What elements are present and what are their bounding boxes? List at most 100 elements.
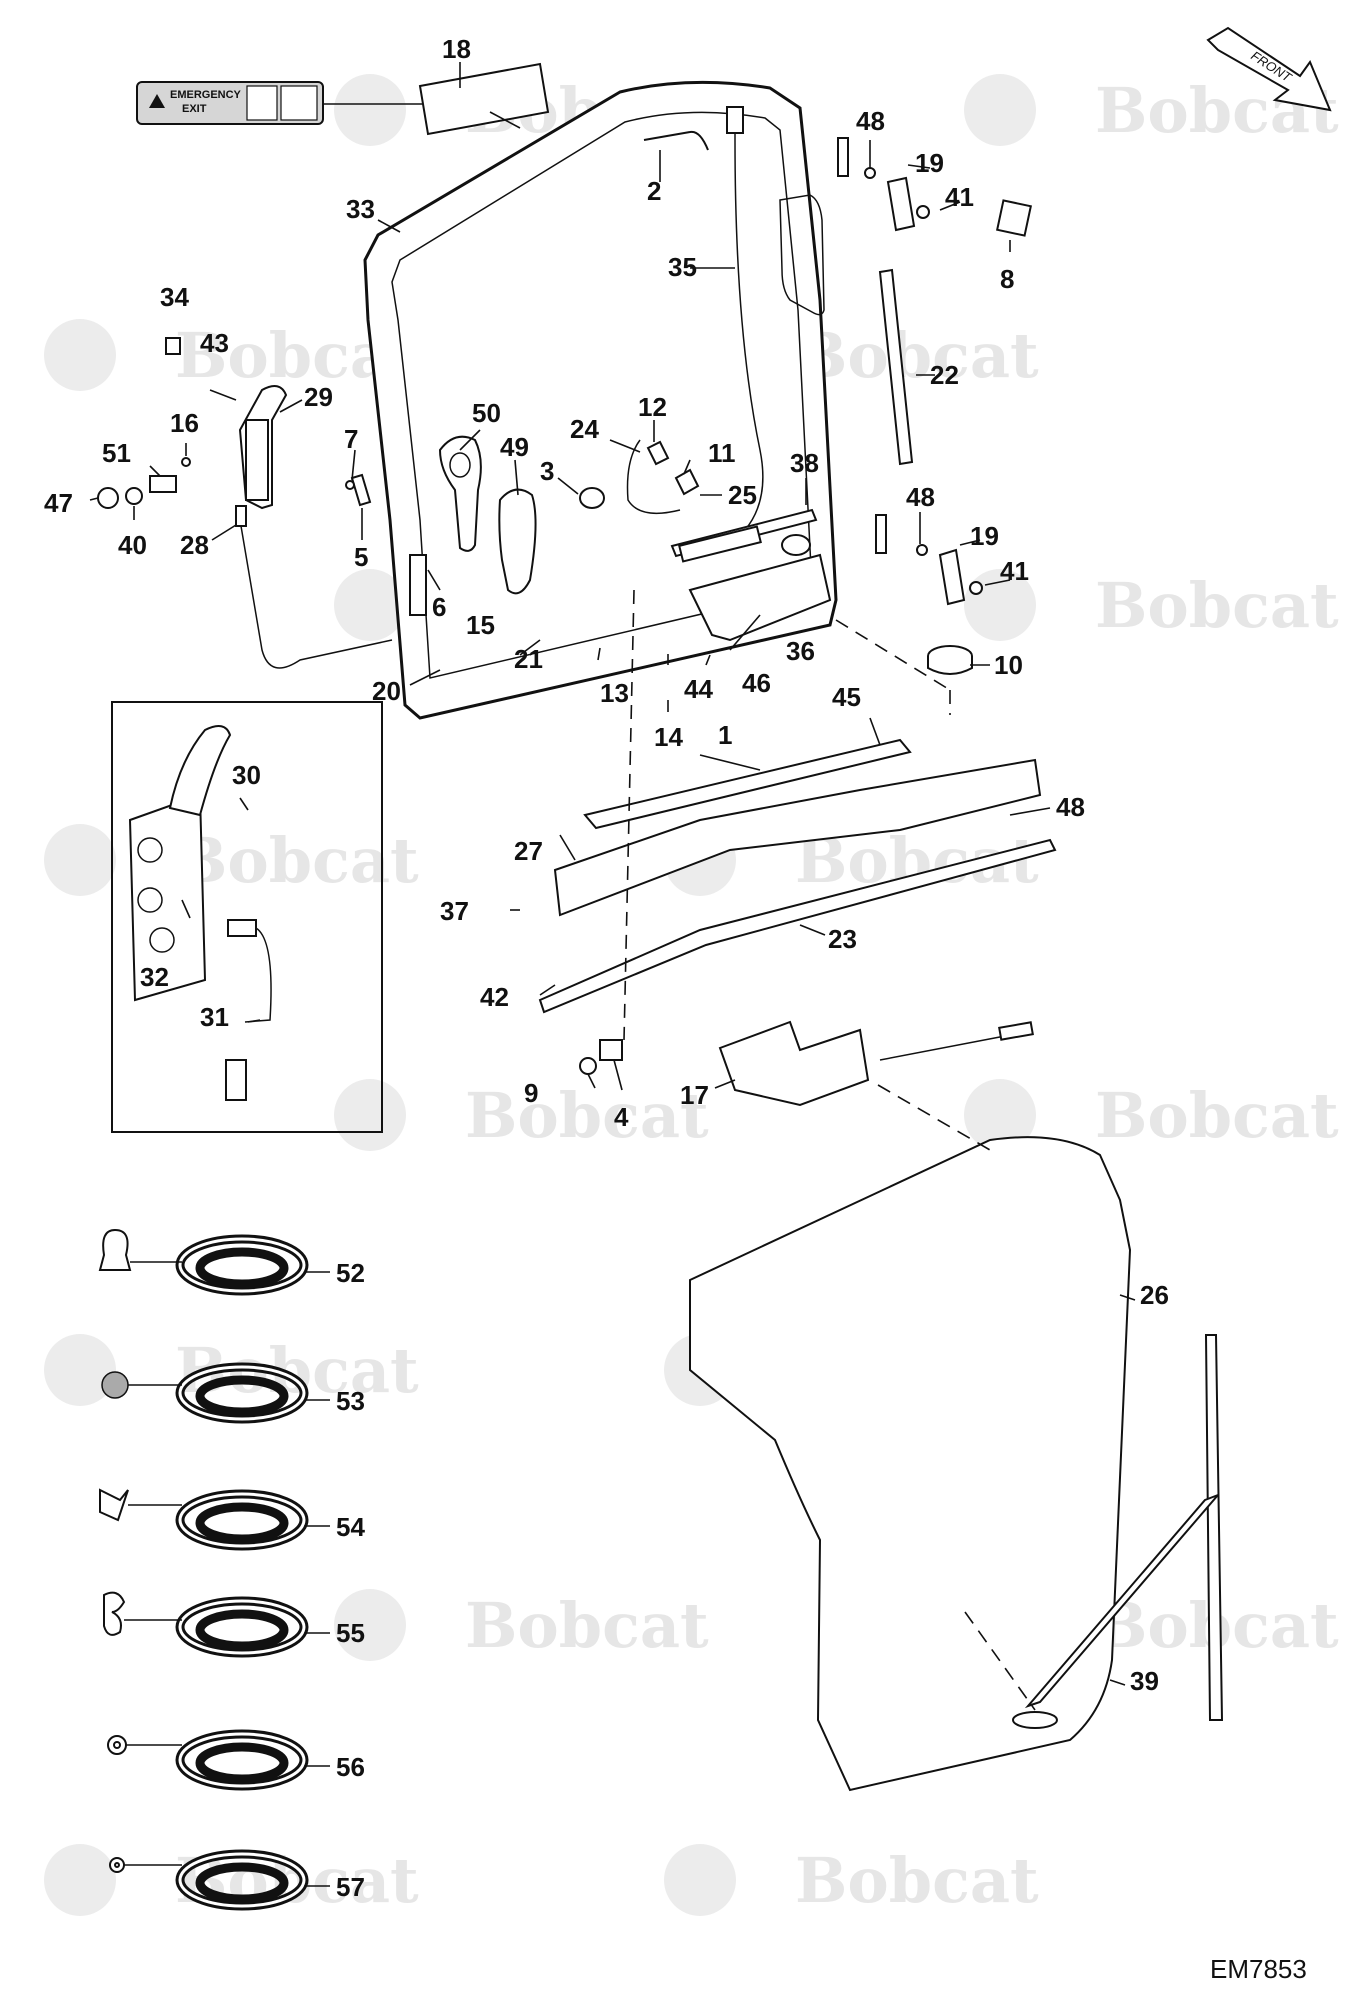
- drawing-id: EM7853: [1210, 1954, 1307, 1984]
- callout-34: 34: [160, 282, 189, 312]
- hinge-lower: [938, 548, 966, 606]
- leader-lines: [89, 140, 1136, 1686]
- tab-34: [165, 337, 181, 355]
- callout-47: 47: [44, 488, 73, 518]
- callout-28: 28: [180, 530, 209, 560]
- watermark: Bobcat: [465, 1589, 709, 1662]
- switch-detail: [227, 919, 257, 937]
- watermark: Bobcat: [1095, 1079, 1339, 1152]
- callout-22: 22: [930, 360, 959, 390]
- callout-54: 54: [336, 1512, 365, 1542]
- drain-plug: [579, 1057, 597, 1075]
- callout-56: 56: [336, 1752, 365, 1782]
- bulb: [646, 440, 670, 466]
- callout-46: 46: [742, 668, 771, 698]
- callout-49: 49: [500, 432, 529, 462]
- callout-31: 31: [200, 1002, 229, 1032]
- callout-numbers: 18 2 35 33 48 19 41 8 22 48 19 41 10 34 …: [44, 34, 1169, 1902]
- window-channel: [583, 738, 912, 830]
- latch-switch: [235, 505, 247, 527]
- callout-36: 36: [786, 636, 815, 666]
- callout-19: 19: [970, 521, 999, 551]
- callout-30: 30: [232, 760, 261, 790]
- knob: [579, 487, 605, 509]
- window-strip: [418, 62, 550, 136]
- callout-13: 13: [600, 678, 629, 708]
- latch-screw: [345, 480, 355, 490]
- callout-32: 32: [140, 962, 169, 992]
- hinge-pin-upper: [837, 137, 849, 177]
- callout-15: 15: [466, 610, 495, 640]
- wiper-shaft: [998, 1021, 1034, 1041]
- callout-1: 1: [718, 720, 732, 750]
- callout-2: 2: [647, 176, 661, 206]
- door-panel-bottom: [553, 758, 1042, 917]
- callout-33: 33: [346, 194, 375, 224]
- door-grab-slot: [779, 194, 825, 316]
- assembly-lines: [623, 589, 1036, 1711]
- callout-43: 43: [200, 328, 229, 358]
- callout-23: 23: [828, 924, 857, 954]
- callout-37: 37: [440, 896, 469, 926]
- latch-rod: [409, 554, 427, 616]
- callout-39: 39: [1130, 1666, 1159, 1696]
- wire-harness: [734, 120, 764, 531]
- callout-17: 17: [680, 1080, 709, 1110]
- latch-cable: [240, 525, 393, 669]
- hinge-nut: [969, 581, 983, 595]
- callout-38: 38: [790, 448, 819, 478]
- callout-25: 25: [728, 480, 757, 510]
- door-glass: [689, 1136, 1132, 1792]
- callout-24: 24: [570, 414, 599, 444]
- callout-52: 52: [336, 1258, 365, 1288]
- wiper-blade: [1204, 1334, 1224, 1721]
- hinge-bolt: [916, 544, 928, 556]
- latch-lever-detail: [168, 725, 232, 817]
- callout-3: 3: [540, 456, 554, 486]
- wiper-arm: [1024, 1494, 1219, 1709]
- callout-19: 19: [915, 148, 944, 178]
- seal-coils: [175, 1234, 309, 1911]
- callout-29: 29: [304, 382, 333, 412]
- callout-4: 4: [614, 1102, 629, 1132]
- callout-12: 12: [638, 392, 667, 422]
- callout-35: 35: [668, 252, 697, 282]
- lock-cylinder: [149, 475, 177, 493]
- callout-50: 50: [472, 398, 501, 428]
- callout-8: 8: [1000, 264, 1014, 294]
- detail-inset: [111, 701, 383, 1133]
- watermark: Bobcat: [795, 319, 1039, 392]
- callout-45: 45: [832, 682, 861, 712]
- side-seal: [878, 268, 914, 466]
- callout-44: 44: [684, 674, 713, 704]
- callout-26: 26: [1140, 1280, 1169, 1310]
- watermark: Bobcat: [175, 824, 419, 897]
- callout-10: 10: [994, 650, 1023, 680]
- callout-9: 9: [524, 1078, 538, 1108]
- washer-40: [125, 487, 143, 505]
- harness-loop: [626, 439, 681, 515]
- drain-elbow: [599, 1039, 623, 1061]
- decal-line1: EMERGENCY: [170, 89, 242, 101]
- pull-handle: [498, 488, 537, 595]
- callout-48: 48: [856, 106, 885, 136]
- callout-16: 16: [170, 408, 199, 438]
- wiper-base: [1012, 1711, 1058, 1729]
- callout-57: 57: [336, 1872, 365, 1902]
- latch-striker: [350, 473, 372, 507]
- decal-line2: EXIT: [182, 103, 207, 115]
- callout-14: 14: [654, 722, 683, 752]
- connector-detail: [225, 1059, 247, 1101]
- callout-21: 21: [514, 644, 543, 674]
- wiper-motor: [718, 1020, 870, 1107]
- callout-48: 48: [1056, 792, 1085, 822]
- callout-11: 11: [708, 438, 736, 468]
- connector: [726, 106, 744, 134]
- hinge-upper: [886, 176, 916, 232]
- gas-strut-body: [678, 525, 762, 563]
- watermark: Bobcat: [465, 1079, 709, 1152]
- callout-41: 41: [1000, 556, 1029, 586]
- nut-47: [97, 487, 119, 509]
- callout-42: 42: [480, 982, 509, 1012]
- wire-lead: [643, 130, 709, 151]
